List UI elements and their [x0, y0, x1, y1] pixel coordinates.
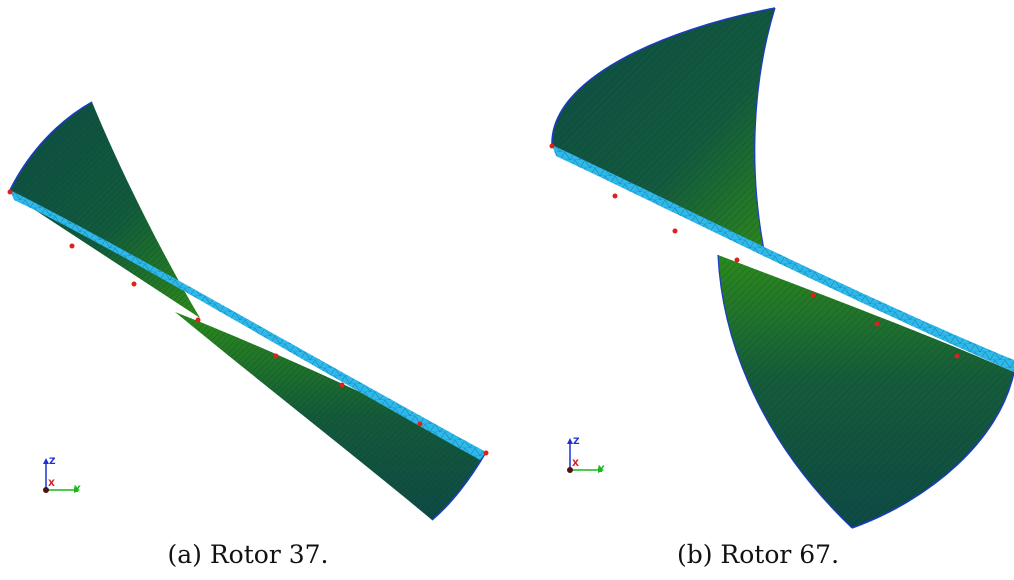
- figure-panel-rotor-37: Z X Y (a) Rotor 37.: [0, 0, 500, 580]
- axis-z-label: Z: [49, 457, 56, 467]
- rotor-67-render: Z X Y: [549, 7, 1014, 529]
- section-markers: [549, 143, 960, 359]
- axis-triad: Z X Y: [43, 457, 81, 495]
- figure-panel-rotor-67: Z X Y (b) Rotor 67.: [510, 0, 1014, 580]
- caption-rotor-37: (a) Rotor 37.: [167, 540, 329, 569]
- axis-triad: Z X Y: [567, 437, 605, 475]
- rotor-37-render: Z X Y: [7, 101, 489, 521]
- axis-y-label: Y: [73, 485, 81, 495]
- axis-x-label: X: [48, 479, 55, 489]
- axis-z-label: Z: [573, 437, 580, 447]
- section-markers: [7, 189, 489, 456]
- axis-y-label: Y: [597, 465, 605, 475]
- axis-x-label: X: [572, 459, 579, 469]
- caption-rotor-67: (b) Rotor 67.: [676, 540, 840, 569]
